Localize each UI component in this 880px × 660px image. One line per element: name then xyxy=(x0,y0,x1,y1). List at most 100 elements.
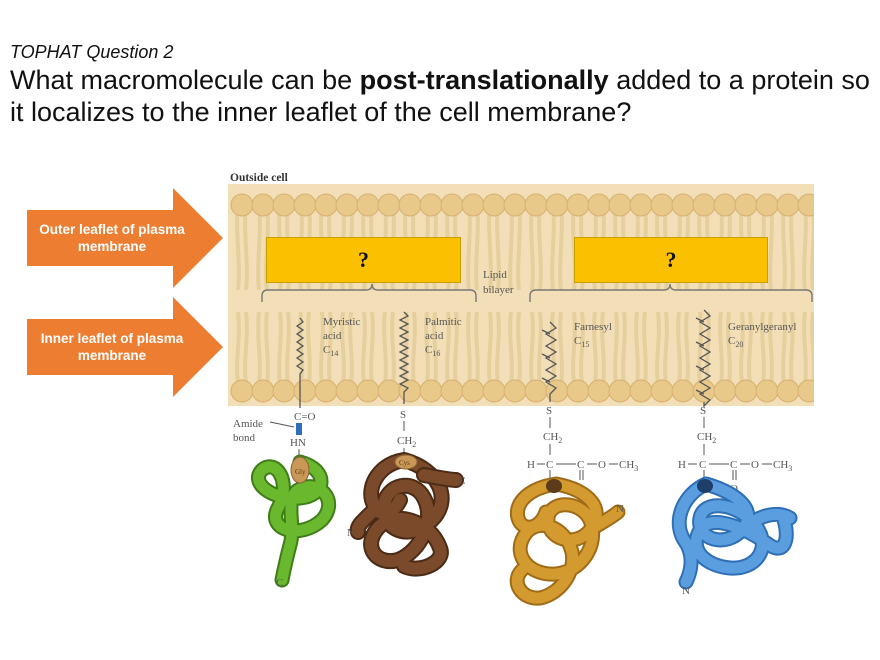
answer-box-right[interactable]: ? xyxy=(574,237,768,283)
lipid-tail xyxy=(825,206,827,290)
lipid-tail xyxy=(529,311,535,385)
lipid-tail xyxy=(768,205,774,291)
outer-head-group xyxy=(314,193,338,217)
inner-leaflet-arrow: Inner leaflet of plasma membrane xyxy=(27,297,223,397)
lipid-tail xyxy=(802,205,808,291)
right-bracket xyxy=(529,283,813,302)
outer-arrow-shape xyxy=(27,188,223,288)
lipid-tail xyxy=(256,311,262,385)
gg-ch3: CH3 xyxy=(773,459,792,473)
lipid-tail xyxy=(726,311,732,385)
geranylgeranyl-branches xyxy=(695,317,705,395)
geranylgeranyl-carbon: C20 xyxy=(728,335,743,349)
lipid-tail xyxy=(760,311,766,385)
outer-head-group xyxy=(734,193,758,217)
inner-head-group xyxy=(671,379,695,403)
left-bracket xyxy=(261,283,477,302)
lipid-tail xyxy=(516,311,522,385)
inner-head-group xyxy=(819,380,841,402)
outer-head-group xyxy=(524,193,548,217)
lipid-tail xyxy=(810,205,814,291)
blue-n-terminus: N xyxy=(682,585,690,597)
outer-head-group xyxy=(755,193,779,217)
lipid-tail xyxy=(579,311,585,385)
lipid-tail xyxy=(642,311,648,385)
lipid-tail xyxy=(684,311,690,385)
lipid-tail xyxy=(825,312,827,384)
s-label-1: S xyxy=(400,409,406,421)
lipid-tail xyxy=(705,311,711,385)
palmitic-label-1: Palmitic xyxy=(425,316,462,328)
inner-leaflet-label: Inner leaflet of plasma membrane xyxy=(40,331,184,363)
ch2-label-1: CH2 xyxy=(397,435,416,449)
lipid-tail xyxy=(487,311,493,385)
outer-head-group xyxy=(713,193,737,217)
lipid-tail xyxy=(571,311,577,385)
inner-head-group xyxy=(251,379,275,403)
geranylgeranylated-protein xyxy=(671,476,798,590)
lipid-tail xyxy=(348,311,354,385)
inner-head-group xyxy=(503,379,527,403)
farnesyl-carbon: C15 xyxy=(574,335,589,349)
geranylgeranyl-label: Geranylgeranyl xyxy=(728,321,796,333)
amide-label-2: bond xyxy=(233,432,256,444)
inner-head-group xyxy=(776,379,800,403)
lipid-tail xyxy=(256,205,262,291)
inner-head-group xyxy=(419,379,443,403)
ch2-label-2: CH2 xyxy=(543,431,562,445)
lipid-tail xyxy=(676,311,682,385)
lipid-tail xyxy=(739,311,745,385)
outer-head-group xyxy=(629,193,653,217)
lipid-tail xyxy=(655,311,661,385)
inner-head-group xyxy=(713,379,737,403)
outer-head-group xyxy=(377,193,401,217)
myristic-label-2: acid xyxy=(323,330,342,342)
lipid-tail xyxy=(634,311,640,385)
outer-head-group xyxy=(650,193,674,217)
lipid-tail xyxy=(833,206,835,290)
outer-head-group xyxy=(272,193,296,217)
gly-label: Gly xyxy=(295,468,306,476)
ch2-label-3: CH2 xyxy=(697,431,716,445)
lipid-tail xyxy=(529,205,535,291)
palmitoyl-chain xyxy=(398,311,410,404)
outer-head-group xyxy=(819,194,841,216)
lipid-tail xyxy=(361,311,367,385)
lipid-tail xyxy=(592,311,598,385)
answer-box-left[interactable]: ? xyxy=(266,237,461,283)
outer-leaflet-arrow: Outer leaflet of plasma membrane xyxy=(27,188,223,288)
inner-head-group xyxy=(356,379,380,403)
lipid-tail xyxy=(277,311,283,385)
lipid-tail xyxy=(558,205,564,291)
brown-c-terminus: C xyxy=(458,475,465,487)
myristoyl-chain xyxy=(295,317,305,408)
gg-c-carboxyl: C xyxy=(730,459,737,471)
farnesyl-ch3: CH3 xyxy=(619,459,638,473)
gg-o: O xyxy=(751,459,759,471)
lipid-tail xyxy=(466,205,472,291)
lipid-tail xyxy=(382,311,388,385)
lipid-tail xyxy=(789,311,795,385)
lipid-bilayer-graphic xyxy=(228,184,841,406)
inner-head-group xyxy=(797,379,814,403)
inner-head-group xyxy=(524,379,548,403)
outer-head-group xyxy=(461,193,485,217)
outer-head-group xyxy=(230,193,254,217)
palmitic-label-2: acid xyxy=(425,330,444,342)
lipid-tail xyxy=(558,311,564,385)
lipid-tail xyxy=(537,205,543,291)
carbonyl-label: C=O xyxy=(294,411,316,423)
inner-head-group xyxy=(314,379,338,403)
lipid-tail xyxy=(789,205,795,291)
lipid-tail xyxy=(495,311,501,385)
lipid-tail xyxy=(474,311,480,385)
green-c-terminus: C xyxy=(276,577,283,589)
lipid-tail xyxy=(390,311,396,385)
cys-label: Cys xyxy=(399,459,410,467)
inner-head-group xyxy=(440,379,464,403)
farnesylated-protein xyxy=(509,476,626,606)
lipid-tail xyxy=(327,311,333,385)
inner-head-group xyxy=(272,379,296,403)
lipid-tail xyxy=(516,205,522,291)
